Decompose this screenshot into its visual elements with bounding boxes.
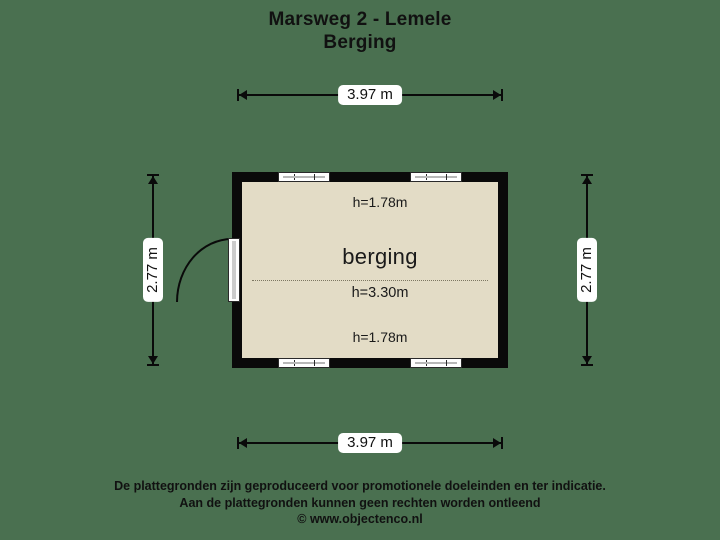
dimension-top-label: 3.97 m — [338, 85, 402, 105]
title-address: Marsweg 2 - Lemele — [268, 9, 452, 30]
door-leaf-inner — [232, 241, 236, 299]
arrow-down-icon — [582, 356, 592, 364]
footer-disclaimer: De plattegronden zijn geproduceerd voor … — [0, 478, 720, 528]
window-pane — [283, 176, 325, 178]
door-left-wall — [176, 238, 240, 304]
ridge-height-label: h=3.30m — [351, 285, 409, 301]
eave-height-top-label: h=1.78m — [352, 194, 408, 210]
window-bottom-right — [410, 358, 462, 368]
dimension-left-cap-bottom — [147, 364, 159, 366]
dimension-right-label: 2.77 m — [577, 238, 597, 302]
door-swing-arc — [176, 238, 232, 302]
window-top-right — [410, 172, 462, 182]
window-pane — [415, 176, 457, 178]
arrow-up-icon — [582, 176, 592, 184]
dimension-left-label: 2.77 m — [143, 238, 163, 302]
dimension-bottom: 3.97 m — [237, 433, 503, 453]
door-leaf — [228, 238, 240, 302]
dimension-bottom-cap-left — [237, 437, 239, 449]
arrow-left-icon — [239, 438, 247, 448]
footer-line-1: De plattegronden zijn geproduceerd voor … — [114, 479, 606, 493]
window-pane — [415, 362, 457, 364]
eave-height-bottom-label: h=1.78m — [352, 329, 408, 345]
arrow-left-icon — [239, 90, 247, 100]
dimension-left-cap-top — [147, 174, 159, 176]
dimension-top-cap-left — [237, 89, 239, 101]
footer-line-2: Aan de plattegronden kunnen geen rechten… — [179, 495, 541, 510]
dimension-right: 2.77 m — [577, 174, 597, 366]
room-name-label: berging — [342, 244, 418, 269]
dimension-top: 3.97 m — [237, 85, 503, 105]
dimension-bottom-cap-right — [501, 437, 503, 449]
building-outline: h=1.78m berging h=3.30m h=1.78m — [232, 172, 508, 368]
dimension-bottom-label: 3.97 m — [338, 433, 402, 453]
dimension-right-cap-top — [581, 174, 593, 176]
window-pane — [283, 362, 325, 364]
title-subject: Berging — [323, 32, 397, 53]
dimension-left: 2.77 m — [143, 174, 163, 366]
footer-copyright: © www.objectenco.nl — [297, 512, 423, 526]
dimension-top-cap-right — [501, 89, 503, 101]
room-berging: h=1.78m berging h=3.30m h=1.78m — [242, 182, 498, 358]
window-bottom-left — [278, 358, 330, 368]
arrow-down-icon — [148, 356, 158, 364]
ridge-line — [252, 280, 488, 281]
arrow-right-icon — [493, 90, 501, 100]
window-top-left — [278, 172, 330, 182]
arrow-up-icon — [148, 176, 158, 184]
page-title: Marsweg 2 - Lemele Berging — [0, 8, 720, 54]
arrow-right-icon — [493, 438, 501, 448]
dimension-right-cap-bottom — [581, 364, 593, 366]
